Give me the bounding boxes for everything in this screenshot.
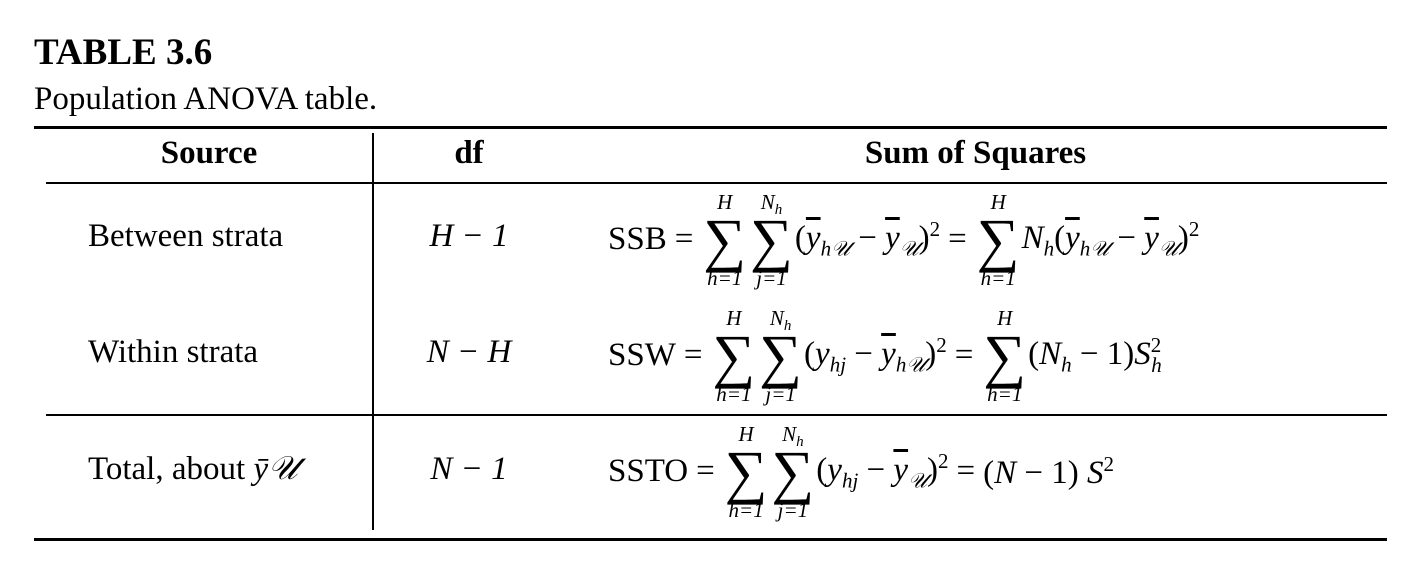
header-sum-of-squares: Sum of Squares <box>864 135 1087 171</box>
ssto-label: SSTO <box>608 453 689 489</box>
row-between-source: Between strata <box>88 218 284 254</box>
sum-sign: Nh∑j=1 <box>759 305 803 406</box>
row-total-formula: SSTO = H∑h=1 Nh∑j=1 (yhj − y𝒰)2 = (N − 1… <box>608 421 1114 522</box>
ssw-label: SSW <box>608 337 676 373</box>
row-within-source: Within strata <box>88 334 259 370</box>
row-total-source: Total, about ȳ𝒰 <box>88 451 298 487</box>
row-between-df: H − 1 <box>429 218 509 254</box>
row-within-df: N − H <box>426 334 512 370</box>
sum-sign: Nh∑j=1 <box>771 421 815 522</box>
top-rule <box>34 126 1387 129</box>
row-within-formula: SSW = H∑h=1 Nh∑j=1 (yhj − yh𝒰)2 = H∑h=1 … <box>608 305 1162 406</box>
bottom-rule <box>34 538 1387 541</box>
ssb-label: SSB <box>608 221 667 257</box>
sum-sign: H∑h=1 <box>712 305 756 406</box>
sum-sign: H∑h=1 <box>983 305 1027 406</box>
sum-sign: H∑h=1 <box>976 189 1020 290</box>
row-total-df: N − 1 <box>430 451 508 487</box>
header-df: df <box>454 135 484 171</box>
column-divider <box>372 133 374 530</box>
sum-sign: H∑h=1 <box>703 189 747 290</box>
source-symbol: ȳ𝒰 <box>253 451 298 487</box>
total-rule <box>46 414 1387 416</box>
row-between-formula: SSB = H∑h=1 Nh∑j=1 (yh𝒰 − y𝒰)2 = H∑h=1 N… <box>608 189 1200 290</box>
sum-sign: Nh∑j=1 <box>750 189 793 290</box>
header-rule <box>46 182 1387 184</box>
sum-sign: H∑h=1 <box>724 421 768 522</box>
header-source: Source <box>160 135 258 171</box>
table-title: TABLE 3.6 <box>34 32 213 73</box>
table-caption: Population ANOVA table. <box>34 81 378 117</box>
